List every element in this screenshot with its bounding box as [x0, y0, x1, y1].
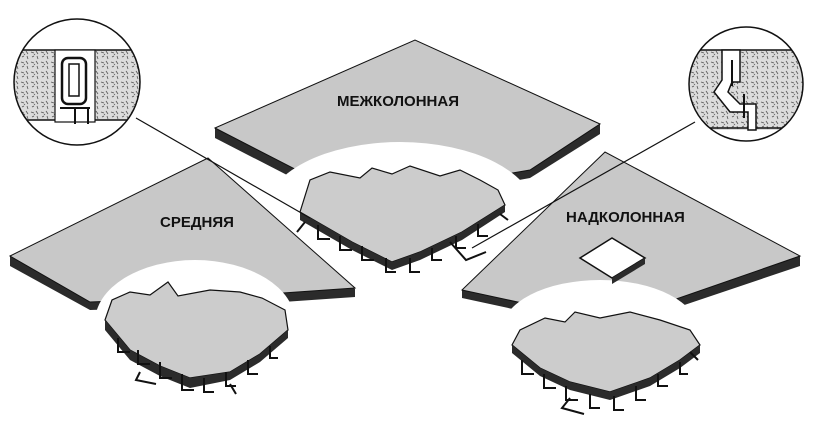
center-slab-piece — [296, 165, 509, 273]
label-srednyaya: СРЕДНЯЯ — [160, 214, 234, 231]
left-slab-piece — [104, 281, 289, 395]
leader-lines — [135, 117, 696, 249]
label-nadkolonnaya: НАДКОЛОННАЯ — [566, 209, 685, 226]
detail-circle-left — [13, 18, 141, 146]
detail-circle-right — [688, 26, 804, 142]
label-mezhkolonnaya: МЕЖКОЛОННАЯ — [337, 93, 459, 110]
right-slab-piece — [511, 311, 701, 415]
